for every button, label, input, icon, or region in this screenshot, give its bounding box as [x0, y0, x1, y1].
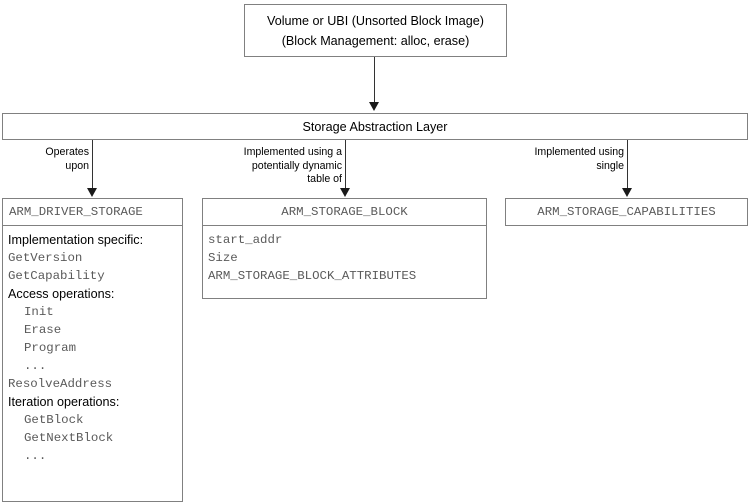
connector-sal-to-caps: [627, 140, 628, 190]
edge-label-operates-upon-line-2: upon: [65, 159, 89, 172]
member-row: GetNextBlock: [24, 431, 114, 445]
edge-label-implemented-table-line-2: potentially dynamic: [251, 159, 342, 172]
arrowhead-sal-to-driver: [87, 188, 97, 197]
member-row: Iteration operations:: [8, 395, 120, 409]
edge-label-implemented-single: Implemented using single: [480, 146, 624, 173]
arrowhead-sal-to-caps: [622, 188, 632, 197]
sal-label: Storage Abstraction Layer: [302, 119, 448, 134]
arm-storage-capabilities-box: ARM_STORAGE_CAPABILITIES: [505, 198, 748, 226]
volume-ubi-box: Volume or UBI (Unsorted Block Image) (Bl…: [244, 4, 507, 57]
member-row: Erase: [24, 323, 62, 337]
volume-box-line-1: Volume or UBI (Unsorted Block Image): [267, 13, 484, 28]
edge-label-implemented-table-line-1: Implemented using a: [243, 146, 342, 158]
arrowhead-sal-to-block: [340, 188, 350, 197]
member-row: Size: [208, 251, 238, 265]
member-row: GetVersion: [8, 251, 83, 265]
member-row: GetCapability: [8, 269, 105, 283]
volume-box-line-2: (Block Management: alloc, erase): [281, 33, 470, 48]
member-row: start_addr: [208, 233, 283, 247]
member-row: Implementation specific:: [8, 233, 144, 247]
member-row: Program: [24, 341, 77, 355]
member-row: GetBlock: [24, 413, 84, 427]
storage-abstraction-layer-box: Storage Abstraction Layer: [2, 113, 748, 140]
member-row: ...: [24, 449, 47, 463]
edge-label-implemented-single-line-1: Implemented using: [534, 146, 624, 158]
arm-storage-capabilities-header: ARM_STORAGE_CAPABILITIES: [537, 205, 716, 219]
edge-label-implemented-table-line-3: table of: [307, 173, 342, 185]
arm-storage-block-header: ARM_STORAGE_BLOCK: [203, 199, 486, 226]
edge-label-implemented-table: Implemented using a potentially dynamic …: [200, 146, 342, 187]
member-row: Access operations:: [8, 287, 115, 301]
arrowhead-volume-to-sal: [369, 102, 379, 111]
edge-label-implemented-single-line-2: single: [596, 159, 624, 172]
member-row: ...: [24, 359, 47, 373]
arm-driver-storage-box: ARM_DRIVER_STORAGE Implementation specif…: [2, 198, 183, 502]
member-row: ResolveAddress: [8, 377, 113, 391]
arm-driver-storage-header: ARM_DRIVER_STORAGE: [3, 199, 182, 226]
connector-volume-to-sal: [374, 57, 375, 104]
connector-sal-to-driver: [92, 140, 93, 190]
connector-sal-to-block: [345, 140, 346, 190]
member-row: ARM_STORAGE_BLOCK_ATTRIBUTES: [208, 269, 417, 283]
edge-label-operates-upon-line-1: Operates: [45, 146, 89, 158]
edge-label-operates-upon: Operates upon: [0, 146, 89, 173]
member-row: Init: [24, 305, 54, 319]
